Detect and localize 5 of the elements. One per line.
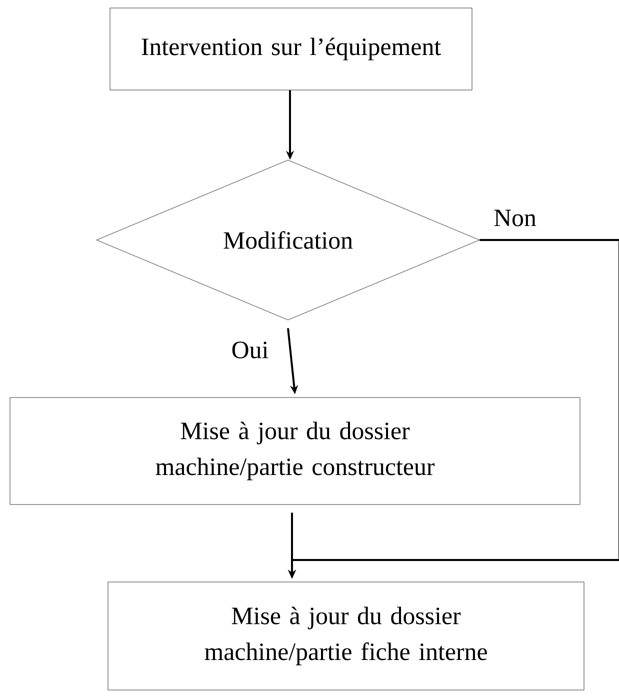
edge-label: Non bbox=[492, 208, 538, 228]
edge-label: Oui bbox=[230, 340, 270, 360]
process-box: Mise à jour du dossier machine/partie constructeur bbox=[10, 397, 580, 505]
process-box: Intervention sur l’équipement bbox=[110, 8, 472, 90]
process-box: Mise à jour du dossier machine/partie fiche interne bbox=[108, 582, 584, 690]
